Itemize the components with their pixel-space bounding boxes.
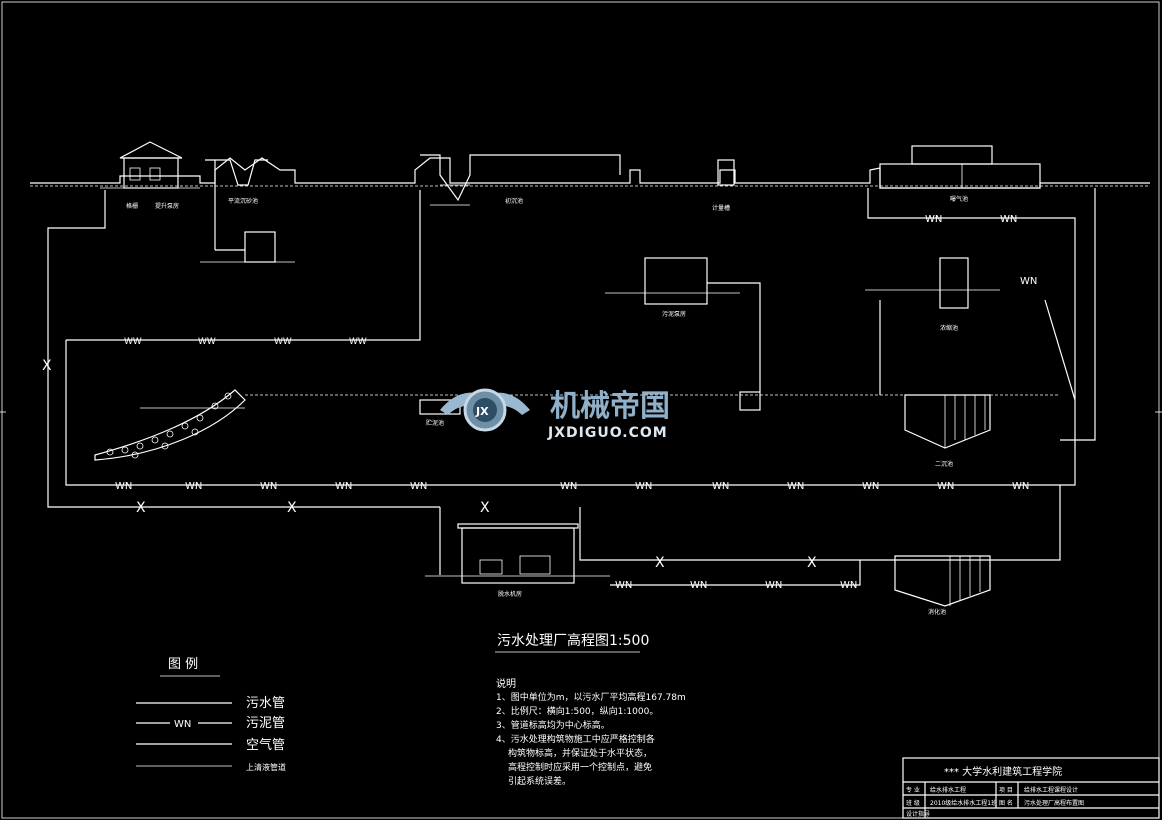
structure-labels: 格栅 提升泵房 平流沉砂池 初沉池 计量槽 曝气池 污泥泵房 浓缩池 二沉池 消… [126,195,968,616]
meter-box [717,159,735,186]
pipe-code-label: X [42,358,52,374]
pipe-code-label: WN [1000,214,1017,225]
pipe-code-label: WW [124,337,142,347]
pipe-code-label: WN [765,580,782,591]
legend-label: 污水管 [246,696,285,711]
structure-label: 格栅 [126,202,138,210]
pipe-code-label: WN [615,580,632,591]
pipe-code-labels: WN WN WN WN WN WN WN WN WN WN WN WN WN W… [42,214,1037,591]
tb-cell: 2010级给水排水工程1班 [930,799,997,807]
drawing-title: 污水处理厂高程图1:500 [497,632,649,649]
pipe-code-label: WN [335,481,352,492]
legend-label: 污泥管 [246,716,285,731]
pipe-code-label: WN [260,481,277,492]
structure-label: 消化池 [928,608,946,616]
pipe-code-label: WN [937,481,954,492]
sludge-pump-building [644,257,708,305]
pipe-code-label: X [480,500,490,516]
secondary-clarifier [904,394,991,449]
legend-label: 上清液管道 [246,762,286,772]
aeration-tank [879,145,1041,189]
river-embankment [94,389,246,461]
pipe-code-label: WN [635,481,652,492]
pipe-code-label: X [807,555,817,571]
thickener [865,257,1000,309]
structure-label: 脱水机房 [498,590,522,598]
dewatering-house [425,523,610,584]
note-line: 2、比例尺：横向1:500，纵向1:1000。 [496,705,658,717]
tb-cell: 给排水工程课程设计 [1024,786,1078,794]
ground-line-top [30,157,1150,189]
legend-lines [136,702,232,767]
grit-chamber [200,159,295,263]
pipe-code-label: X [136,500,146,516]
tb-cell: 班 级 [906,799,920,807]
pipe-code-label: WW [349,337,367,347]
pipe-code-label: WN [185,481,202,492]
pipe-network [47,188,1096,586]
pipe-code-label: WN [1020,276,1037,287]
pipe-code-label: WN [1012,481,1029,492]
school-name: *** 大学水利建筑工程学院 [944,765,1062,778]
pipe-code-label: WN [862,481,879,492]
note-line: 高程控制时应采用一个控制点，避免 [508,761,652,773]
note-line: 4、污水处理构筑物施工中应严格控制各 [496,733,655,745]
structure-label: 计量槽 [712,204,730,212]
watermark-domain: JXDIGUO.COM [547,425,668,441]
pipe-code-label: WN [840,580,857,591]
tb-cell: 给水排水工程 [930,786,966,794]
note-line: 1、图中单位为m，以污水厂平均高程167.78m [496,691,686,703]
pipe-code-label: WN [560,481,577,492]
pump-house [100,141,200,189]
tb-cell: 设计指导 [906,810,930,818]
legend-sample-wn: WN [174,719,191,730]
structure-label: 曝气池 [950,195,968,203]
structure-label: 浓缩池 [940,324,958,332]
notes-heading: 说明 [496,677,516,690]
digester [894,555,991,607]
pipe-code-label: WN [787,481,804,492]
legend-label: 空气管 [246,737,285,753]
tb-cell: 专 业 [906,786,920,794]
structure-label: 提升泵房 [155,202,179,210]
structure-label: 污泥泵房 [662,310,686,318]
pipe-code-label: WN [925,214,942,225]
structure-label: 初沉池 [505,197,523,205]
watermark-logo: JX 机械帝国 JXDIGUO.COM [440,388,670,441]
watermark-brand: 机械帝国 [550,389,670,424]
pipe-code-label: WW [274,337,292,347]
note-line: 3、管道标高均为中心标高。 [496,719,610,731]
tb-cell: 图 名 [999,799,1013,807]
pipe-code-label: WN [115,481,132,492]
note-line: 引起系统误差。 [508,775,571,787]
structure-label: 平流沉砂池 [228,197,258,205]
legend-heading: 图 例 [168,657,198,672]
pipe-code-label: X [655,555,665,571]
structure-label: 贮泥池 [426,419,444,427]
title-block [902,757,1160,819]
pipe-code-label: X [287,500,297,516]
pipe-code-label: WW [198,337,216,347]
pipe-code-label: WN [410,481,427,492]
pipe-code-label: WN [712,481,729,492]
watermark-badge: JX [475,405,489,418]
primary-clarifier [420,154,621,206]
structure-label: 二沉池 [935,460,953,468]
tb-cell: 项 目 [999,787,1013,794]
tb-cell: 污水处理厂高程布置图 [1024,799,1084,807]
note-line: 构筑物标高，并保证处于水平状态， [508,747,652,759]
pipe-code-label: WN [690,580,707,591]
